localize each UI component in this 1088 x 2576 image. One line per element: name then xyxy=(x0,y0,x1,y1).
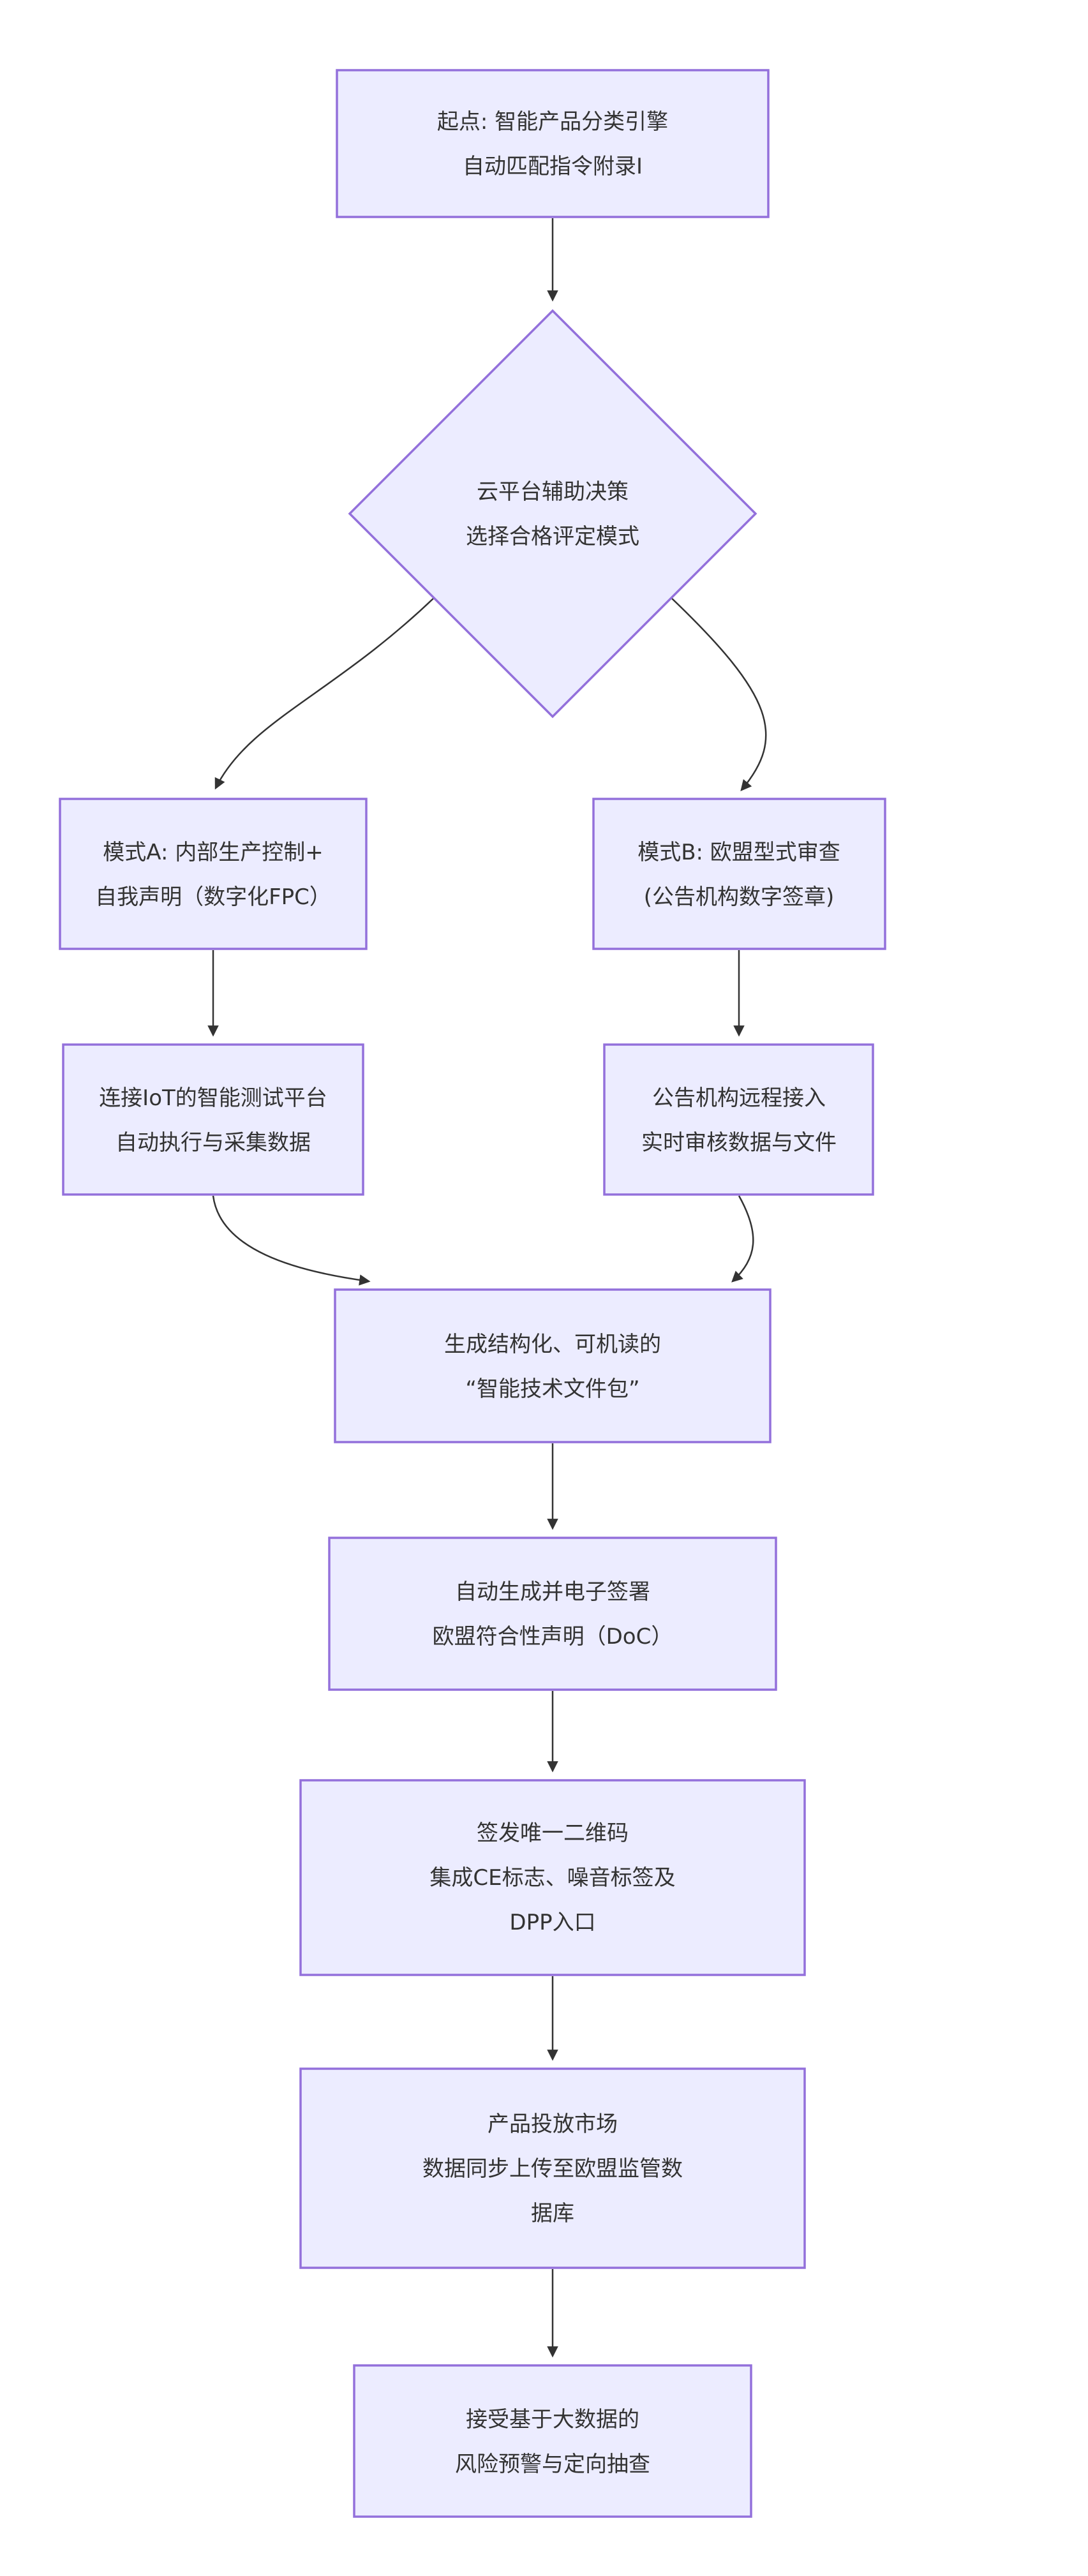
node-qr-code-label-line3: DPP入口 xyxy=(509,1910,595,1935)
node-qr-code-label-line2: 集成CE标志、噪音标签及 xyxy=(429,1865,675,1891)
node-market-label-line1: 产品投放市场 xyxy=(488,2111,618,2137)
node-notified-body-label-line2: 实时审核数据与文件 xyxy=(641,1130,837,1156)
node-tech-package-shape xyxy=(334,1288,771,1443)
node-mode-a: 模式A: 内部生产控制+ 自我声明（数字化FPC） xyxy=(59,798,368,950)
node-surveillance-label-line2: 风险预警与定向抽查 xyxy=(455,2452,650,2477)
node-tech-package-label-line2: “智能技术文件包” xyxy=(465,1376,639,1402)
node-mode-b: 模式B: 欧盟型式审查 (公告机构数字签章) xyxy=(592,798,886,950)
node-tech-package-label-line1: 生成结构化、可机读的 xyxy=(444,1332,661,1357)
nodes-layer: 起点: 智能产品分类引擎 自动匹配指令附录I 云平台辅助决策 选择合格评定模式 … xyxy=(59,69,886,2518)
edges-layer xyxy=(207,218,767,2358)
edge-notified-body-to-tech-package xyxy=(731,1195,754,1283)
node-mode-a-shape xyxy=(59,798,368,950)
edge-decision-to-mode-a xyxy=(214,597,435,790)
node-mode-a-label-line1: 模式A: 内部生产控制+ xyxy=(103,840,323,865)
node-mode-b-shape xyxy=(592,798,886,950)
node-surveillance-shape xyxy=(353,2364,752,2518)
node-doc-sign-label-line1: 自动生成并电子签署 xyxy=(455,1579,650,1605)
node-qr-code-shape xyxy=(299,1779,806,1976)
node-surveillance-label-line1: 接受基于大数据的 xyxy=(466,2407,639,2432)
node-market-shape xyxy=(299,2067,806,2269)
node-decision-label-line1: 云平台辅助决策 xyxy=(477,479,629,505)
node-tech-package: 生成结构化、可机读的 “智能技术文件包” xyxy=(334,1288,771,1443)
node-notified-body-shape xyxy=(603,1043,874,1196)
edge-iot-test-to-tech-package xyxy=(212,1195,371,1286)
node-market: 产品投放市场 数据同步上传至欧盟监管数 据库 xyxy=(299,2067,806,2269)
node-iot-test-shape xyxy=(62,1043,364,1196)
node-doc-sign: 自动生成并电子签署 欧盟符合性声明（DoC） xyxy=(328,1537,777,1691)
node-market-label-line2: 数据同步上传至欧盟监管数 xyxy=(422,2156,683,2182)
node-qr-code: 签发唯一二维码 集成CE标志、噪音标签及 DPP入口 xyxy=(299,1779,806,1976)
edge-decision-to-mode-b xyxy=(671,597,767,792)
node-mode-b-label-line2: (公告机构数字签章) xyxy=(644,884,835,910)
node-doc-sign-shape xyxy=(328,1537,777,1691)
node-start-shape xyxy=(336,69,770,218)
node-notified-body-label-line1: 公告机构远程接入 xyxy=(652,1085,826,1111)
node-decision-label-line2: 选择合格评定模式 xyxy=(466,524,639,549)
node-doc-sign-label-line2: 欧盟符合性声明（DoC） xyxy=(433,1624,673,1649)
node-qr-code-label-line1: 签发唯一二维码 xyxy=(477,1820,629,1846)
node-start-label-line1: 起点: 智能产品分类引擎 xyxy=(437,109,668,135)
node-market-label-line3: 据库 xyxy=(531,2201,574,2226)
node-iot-test-label-line1: 连接IoT的智能测试平台 xyxy=(99,1085,327,1111)
node-iot-test-label-line2: 自动执行与采集数据 xyxy=(116,1130,311,1156)
node-mode-a-label-line2: 自我声明（数字化FPC） xyxy=(95,884,331,910)
node-mode-b-label-line1: 模式B: 欧盟型式审查 xyxy=(637,840,840,865)
node-surveillance: 接受基于大数据的 风险预警与定向抽查 xyxy=(353,2364,752,2518)
node-iot-test: 连接IoT的智能测试平台 自动执行与采集数据 xyxy=(62,1043,364,1196)
node-start-label-line2: 自动匹配指令附录I xyxy=(463,154,643,179)
node-start: 起点: 智能产品分类引擎 自动匹配指令附录I xyxy=(336,69,770,218)
node-notified-body: 公告机构远程接入 实时审核数据与文件 xyxy=(603,1043,874,1196)
node-decision: 云平台辅助决策 选择合格评定模式 xyxy=(348,309,757,718)
node-decision-shape xyxy=(348,309,757,718)
